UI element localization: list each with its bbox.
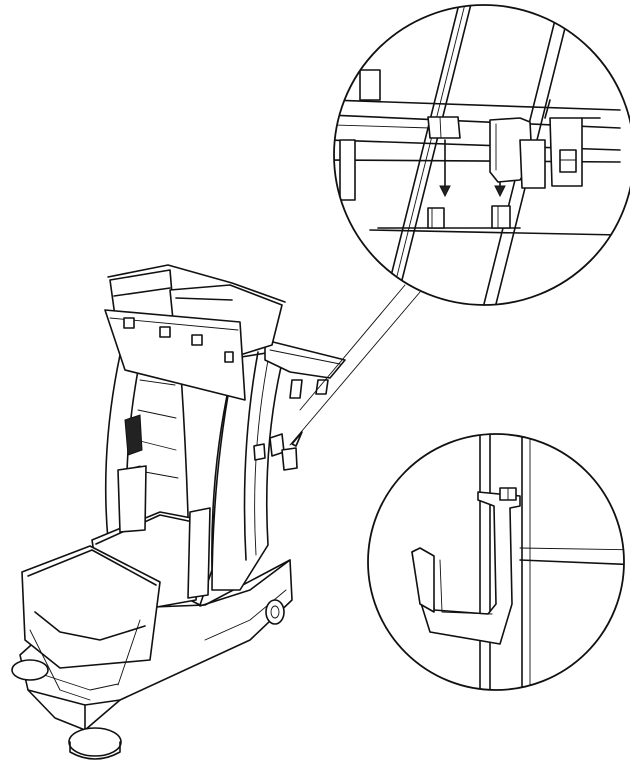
wheel bbox=[11, 599, 285, 760]
callout-leader-lines bbox=[289, 284, 421, 447]
bucket bbox=[21, 465, 211, 701]
top-tray bbox=[104, 264, 286, 401]
detail-circle-clip-insert bbox=[333, 4, 630, 306]
trolley-drawing bbox=[11, 264, 346, 760]
side-arm bbox=[253, 339, 346, 471]
detail-circle-hook-bracket bbox=[367, 433, 625, 691]
